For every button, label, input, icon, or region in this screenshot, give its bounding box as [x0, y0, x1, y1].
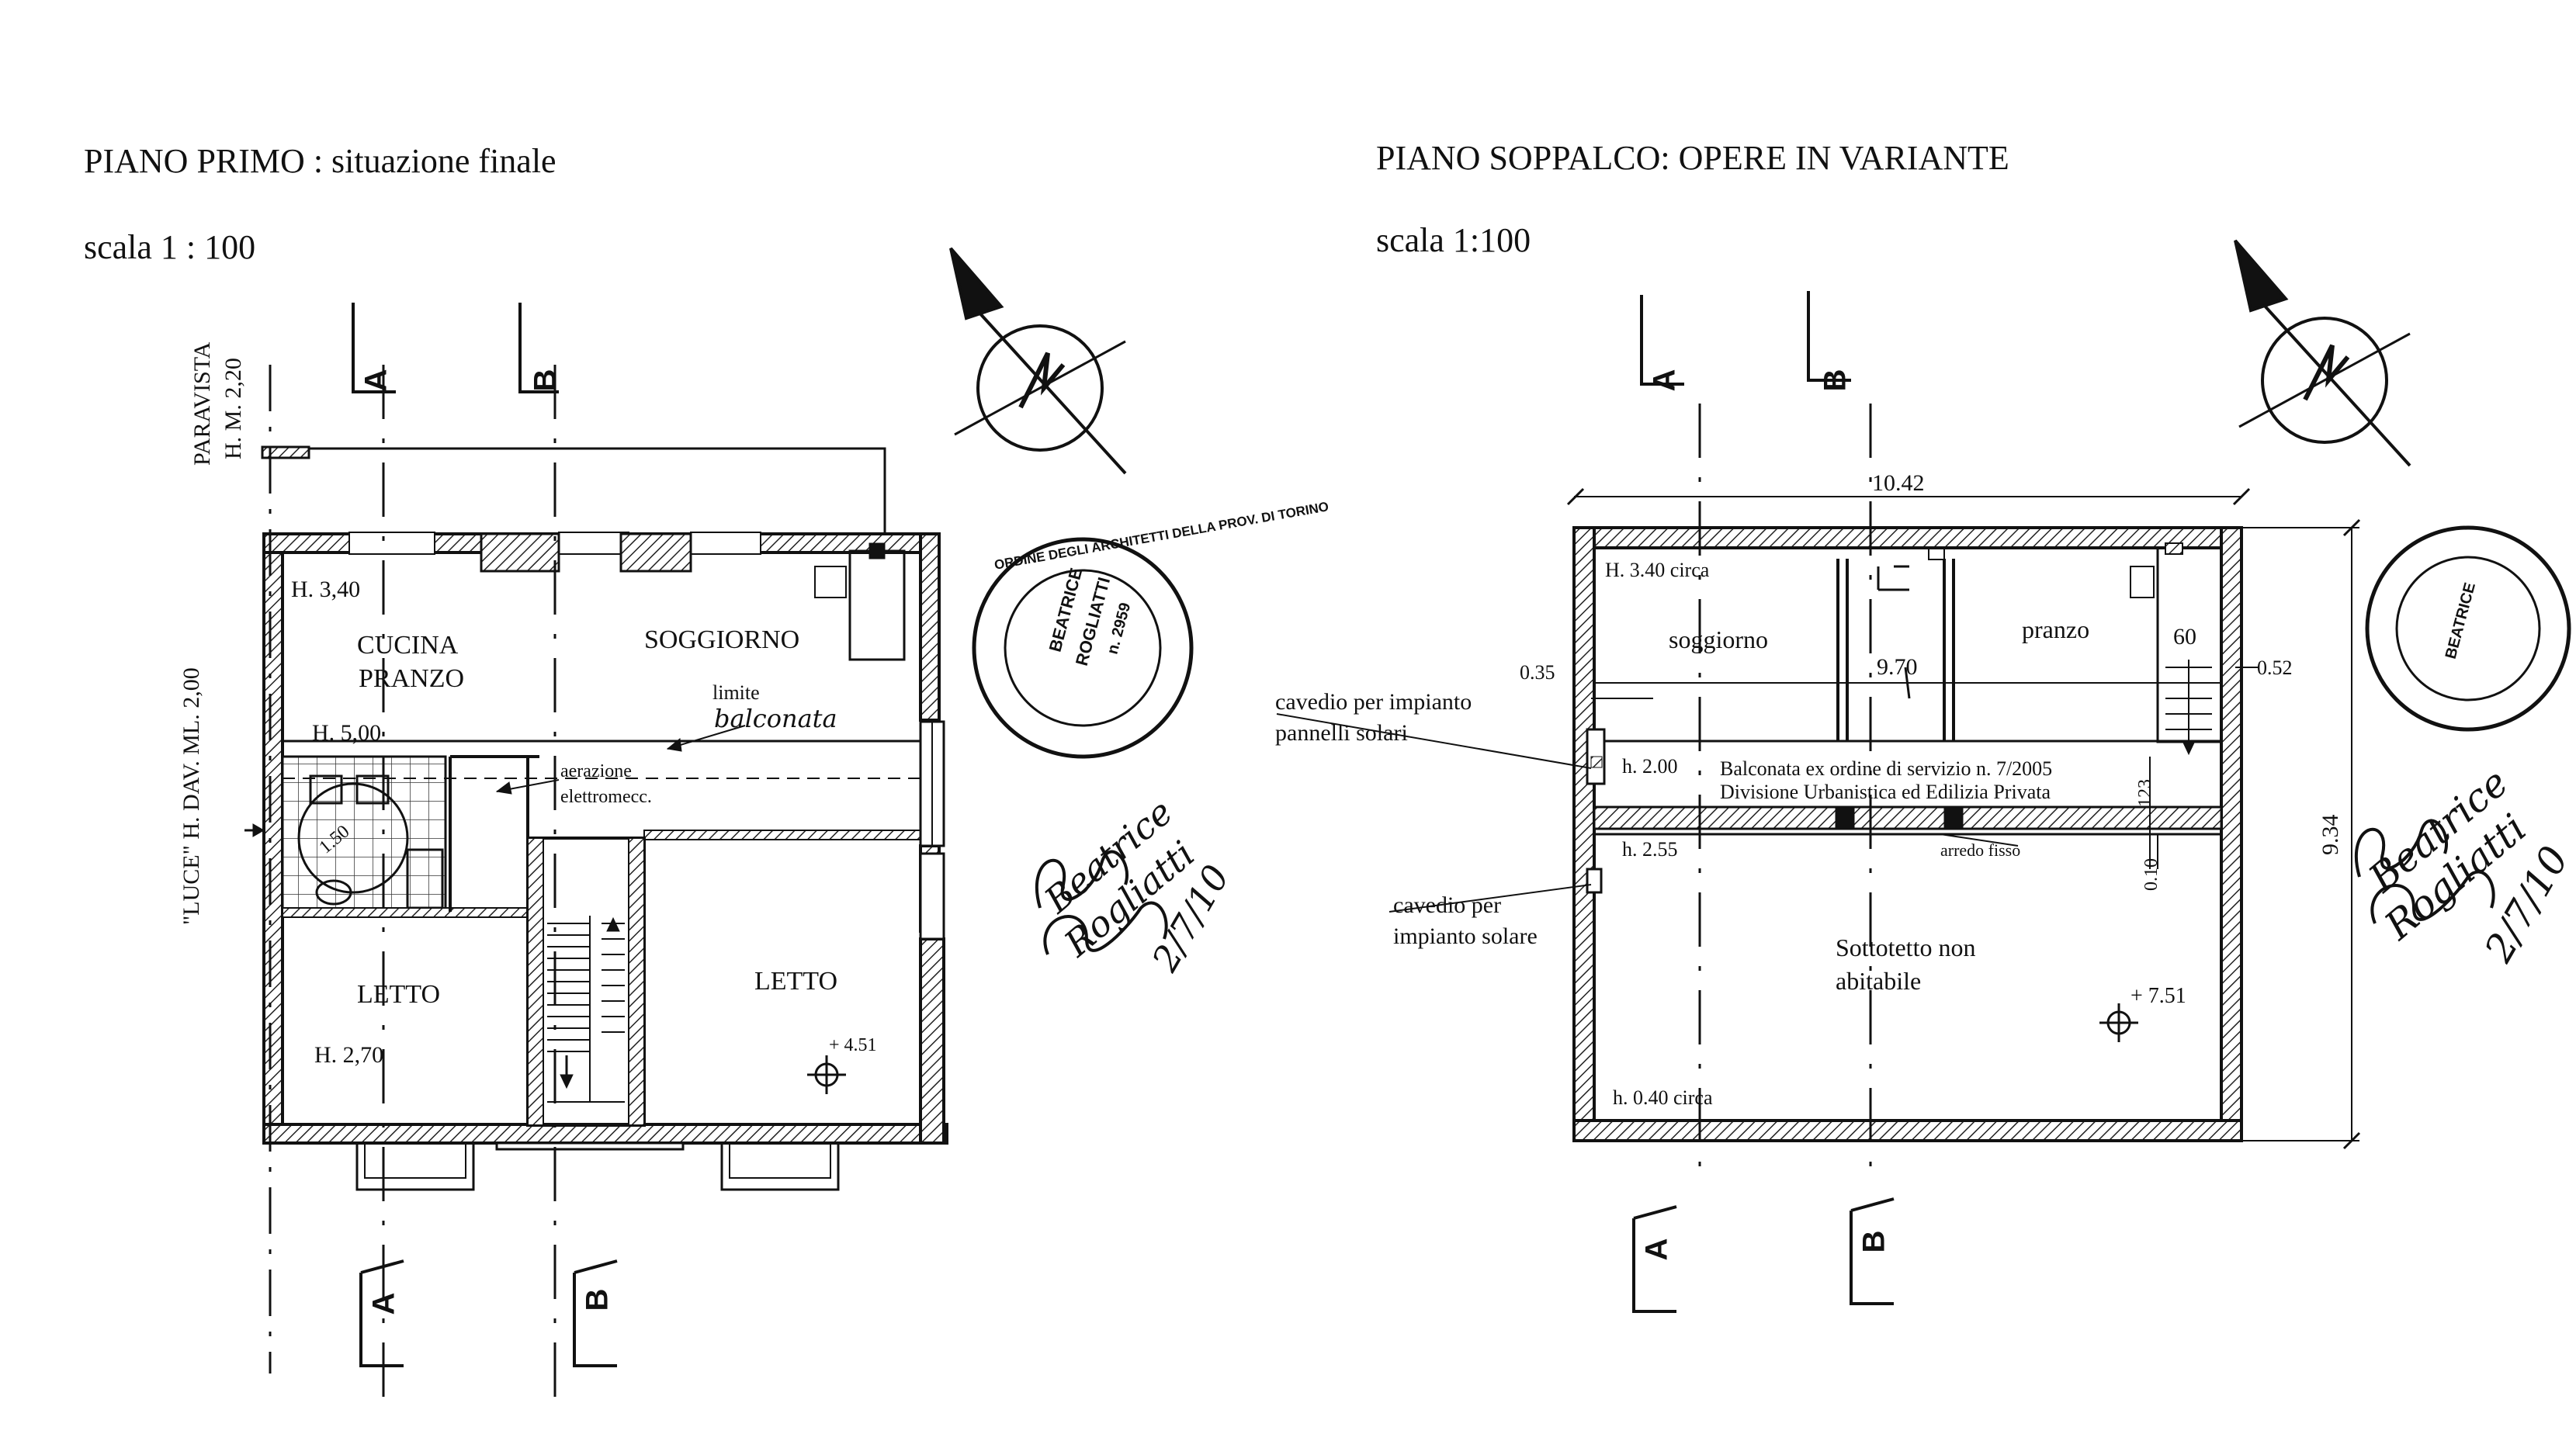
- balconata-note-2: Divisione Urbanistica ed Edilizia Privat…: [1720, 781, 2051, 803]
- balconata-label: balconata: [714, 704, 837, 733]
- arredo-label: arredo fisso: [1940, 840, 2021, 860]
- north-arrow-icon: [2234, 239, 2411, 467]
- room-soggiorno: SOGGIORNO: [644, 625, 800, 654]
- cavedio-label-1: cavedio per impianto: [1275, 689, 1472, 715]
- gap-dimension: 123: [2135, 779, 2155, 807]
- height-label: h. 2.00: [1622, 755, 1678, 778]
- right-plan-scale: scala 1:100: [1376, 221, 1531, 259]
- aerazione-label: aerazione: [560, 761, 632, 781]
- architect-stamp: [972, 537, 1194, 759]
- room-cucina: CUCINA: [357, 631, 459, 660]
- cavedio-label-1b: pannelli solari: [1275, 720, 1408, 746]
- section-marker-b: B: [1818, 369, 1853, 392]
- right-plan-title: PIANO SOPPALCO: OPERE IN VARIANTE: [1376, 139, 2009, 177]
- section-marker-a: A: [1647, 369, 1682, 392]
- cavedio-label-2b: impianto solare: [1393, 923, 1538, 949]
- height-label: H. 3.40 circa: [1605, 559, 1710, 581]
- section-marker-b: B: [1857, 1230, 1891, 1253]
- height-label: H. 5,00: [312, 720, 382, 746]
- luce-label: "LUCE" H. DAV. ML. 2,00: [179, 667, 204, 925]
- stair-dimension: 60: [2173, 624, 2196, 650]
- room-sottotetto: Sottotetto non: [1836, 934, 1976, 961]
- paravista-label: PARAVISTA: [189, 341, 215, 466]
- depth-dimension: 9.34: [2318, 814, 2343, 856]
- right-offset: 0.52: [2257, 656, 2293, 679]
- spot-level: + 4.51: [829, 1035, 877, 1055]
- room-letto-left: LETTO: [357, 980, 441, 1009]
- limite-label: limite: [712, 681, 760, 704]
- spot-level: + 7.51: [2130, 984, 2186, 1008]
- section-marker-b: B: [528, 369, 563, 392]
- height-label: h. 2.55: [1622, 838, 1678, 861]
- inner-dimension: 9.70: [1877, 654, 1918, 680]
- room-pranzo: pranzo: [2022, 615, 2090, 643]
- height-label: H. 2,70: [314, 1042, 384, 1068]
- thickness-dimension: 0.10: [2141, 858, 2162, 891]
- north-arrow-icon: [949, 247, 1127, 475]
- left-offset: 0.35: [1520, 661, 1555, 684]
- width-dimension: 10.42: [1872, 470, 1925, 496]
- height-label: h. 0.40 circa: [1613, 1086, 1713, 1109]
- room-sottotetto-2: abitabile: [1836, 967, 1922, 995]
- left-plan: [244, 303, 948, 1397]
- signature-strokes: [1035, 819, 2495, 955]
- paravista-height: H. M. 2,20: [220, 358, 246, 459]
- section-marker-a: A: [1639, 1238, 1674, 1261]
- section-marker-a: A: [366, 1292, 401, 1315]
- balconata-note-1: Balconata ex ordine di servizio n. 7/200…: [1720, 757, 2053, 780]
- left-plan-scale: scala 1 : 100: [84, 228, 256, 266]
- architect-stamp-partial: [2365, 525, 2571, 732]
- section-marker-b: B: [580, 1288, 615, 1311]
- height-label: H. 3,40: [291, 577, 361, 602]
- room-letto-right: LETTO: [754, 967, 838, 996]
- cavedio-label-2: cavedio per: [1393, 892, 1502, 918]
- left-plan-title: PIANO PRIMO : situazione finale: [84, 142, 556, 180]
- right-plan: [1276, 291, 2361, 1313]
- section-marker-a: A: [359, 369, 394, 392]
- elettromecc-label: elettromecc.: [560, 787, 652, 807]
- room-pranzo: PRANZO: [359, 664, 465, 693]
- room-soggiorno: soggiorno: [1669, 625, 1768, 653]
